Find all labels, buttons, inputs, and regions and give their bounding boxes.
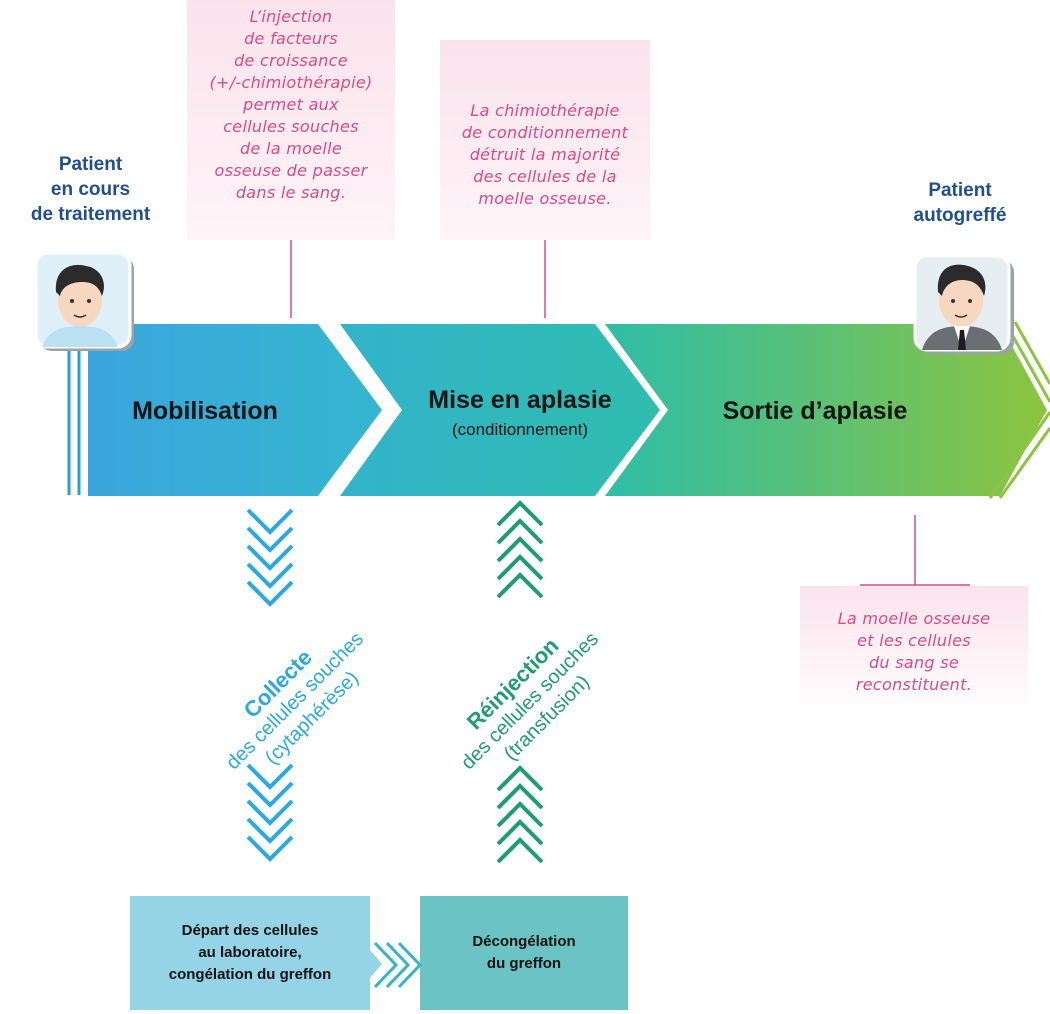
note-line: de conditionnement [461,123,629,142]
box-depart-shape [130,896,382,1010]
note-line: cellules souches [223,117,359,136]
arrow-segment-aplasie [340,324,660,496]
stage-title: Mise en aplasie [428,386,612,414]
down-chevrons-top [246,508,294,607]
note-line: de la moelle [240,139,342,158]
arrow-segment-mobilisation [88,324,382,496]
patient-line: en cours [50,179,131,200]
note-mobilisation: L’injection de facteurs de croissance (+… [187,0,395,240]
note-line: La moelle osseuse [837,609,991,628]
note-line: détruit la majorité [469,145,621,164]
note-sortie: La moelle osseuse et les cellules du san… [800,586,1028,716]
arrow-segment-sortie [605,324,1047,496]
down-chevrons-bottom [246,763,294,862]
note-line: de croissance [234,51,348,70]
note-line: dans le sang. [235,183,347,202]
box-line: au laboratoire, [198,944,302,961]
stage-title: Sortie d’aplasie [722,397,908,425]
stage-sortie: Sortie d’aplasie [690,396,940,426]
stage-title: Mobilisation [132,397,278,425]
note-line: (+/-chimiothérapie) [209,73,373,92]
note-aplasie: La chimiothérapie de conditionnement dét… [440,40,650,240]
note-line: de facteurs [244,29,338,48]
patient-line: Patient [58,154,123,175]
note-line: des cellules de la [473,167,617,186]
stage-aplasie: Mise en aplasie (conditionnement) [395,385,645,441]
patient-end-label: Patient autogreffé [890,178,1030,228]
patient-line: de traitement [30,204,151,225]
box-decongelation: Décongélation du greffon [420,896,628,1010]
box-line: du greffon [486,955,562,972]
box-line: Départ des cellules [181,922,319,939]
box-decongelation-shape [420,896,628,1010]
box-line: congélation du greffon [168,966,332,983]
up-chevrons-top [496,500,544,599]
note-line: et les cellules [857,631,971,650]
note-line: osseuse de passer [214,161,368,180]
note-line: La chimiothérapie [470,101,620,120]
patient-line: Patient [928,180,992,201]
avatar-patient-start [34,251,134,351]
note-line: permet aux [243,95,339,114]
note-line: du sang se [868,653,960,672]
patient-start-label: Patient en cours de traitement [8,152,173,227]
note-line: moelle osseuse. [478,189,612,208]
note-line: reconstituent. [855,675,973,694]
stage-subtitle: (conditionnement) [451,420,589,439]
up-chevrons-bottom [496,765,544,864]
patient-line: autogreffé [913,205,1007,226]
box-depart: Départ des cellules au laboratoire, cong… [130,896,370,1010]
right-chevrons [373,941,423,989]
box-line: Décongélation [472,933,576,950]
avatar-patient-end [913,254,1014,354]
stage-mobilisation: Mobilisation [110,396,300,426]
note-line: L’injection [249,7,333,26]
